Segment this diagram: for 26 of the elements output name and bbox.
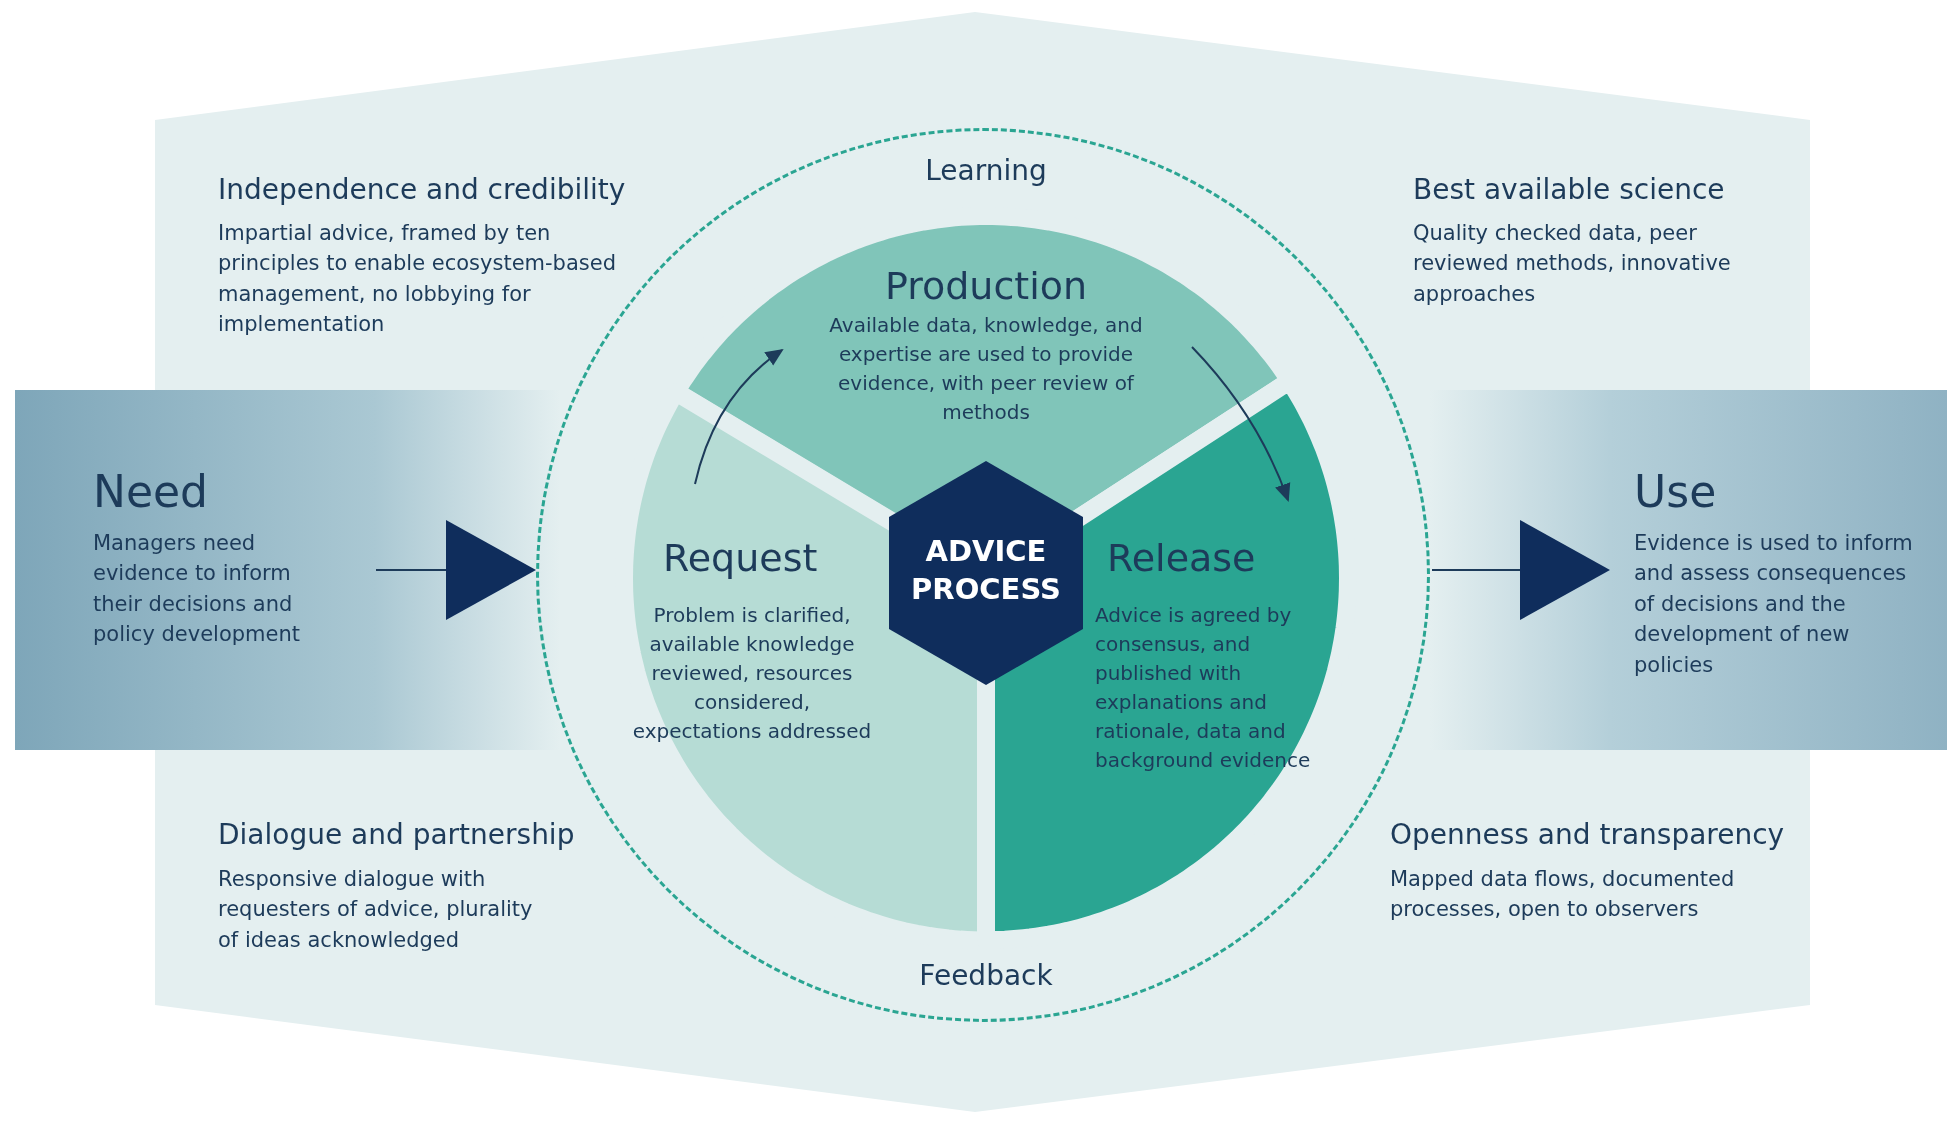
band-text: Managers need evidence to inform their decisions and policy development [93, 530, 302, 649]
principle-heading: Openness and transparency [1390, 817, 1786, 853]
band-title: Need [93, 465, 209, 519]
arrow [1191, 346, 1290, 502]
principle-text: Responsive dialogue with requesters of advice, plurality of ideas acknowledged [218, 866, 534, 954]
sector-title: Request [663, 535, 819, 582]
arrow [375, 520, 536, 620]
sector-text: Problem is clarified, available knowledge reviewed, resources considered, expectations addressed [631, 602, 873, 745]
sector-title: Release [1107, 535, 1257, 582]
principle-text: Quality checked data, peer reviewed methods, innovative approaches [1413, 220, 1732, 308]
sector-title: Production [883, 263, 1089, 310]
sector-text: Available data, knowledge, and expertise are used to provide evidence, with peer review of methods [828, 312, 1144, 426]
band [1610, 390, 1947, 750]
principle-heading: Best available science [1413, 172, 1726, 208]
principle-heading: Dialogue and partnership [218, 817, 576, 853]
center-title: ADVICE PROCESS [910, 533, 1062, 608]
cycle-label: Feedback [918, 958, 1054, 994]
band [15, 390, 375, 750]
arrow [1431, 520, 1610, 620]
principle-heading: Independence and credibility [218, 172, 627, 208]
principle-text: Mapped data flows, documented processes, open to observers [1390, 866, 1736, 924]
cycle-label: Learning [924, 153, 1048, 189]
arrow [694, 348, 784, 485]
principle-text: Impartial advice, framed by ten principles to enable ecosystem-based management, no lobbying for implementation [218, 220, 617, 339]
band-title: Use [1634, 465, 1718, 519]
band-text: Evidence is used to inform and assess consequences of decisions and the development of new policies [1634, 530, 1914, 679]
